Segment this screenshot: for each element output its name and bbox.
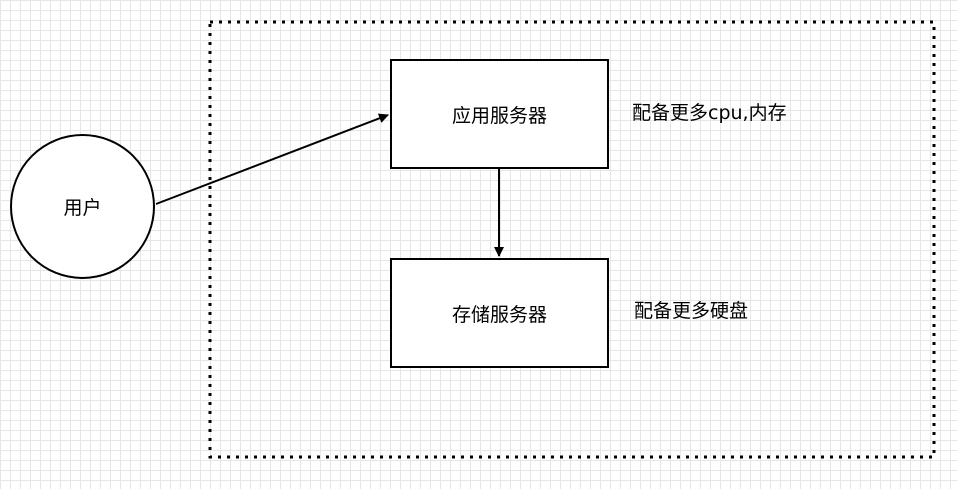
app-server-note: 配备更多cpu,内存 xyxy=(632,102,787,124)
storage-server-node[interactable]: 存储服务器 xyxy=(390,258,609,368)
app-server-node-label: 应用服务器 xyxy=(451,104,547,127)
edge-user-to-app-server xyxy=(155,113,389,205)
storage-server-note: 配备更多硬盘 xyxy=(634,300,749,322)
storage-server-node-label: 存储服务器 xyxy=(451,303,547,326)
user-node-label: 用户 xyxy=(63,197,102,219)
user-node[interactable]: 用户 xyxy=(10,134,155,279)
app-server-node[interactable]: 应用服务器 xyxy=(390,59,609,169)
server-group-boundary xyxy=(208,20,936,459)
